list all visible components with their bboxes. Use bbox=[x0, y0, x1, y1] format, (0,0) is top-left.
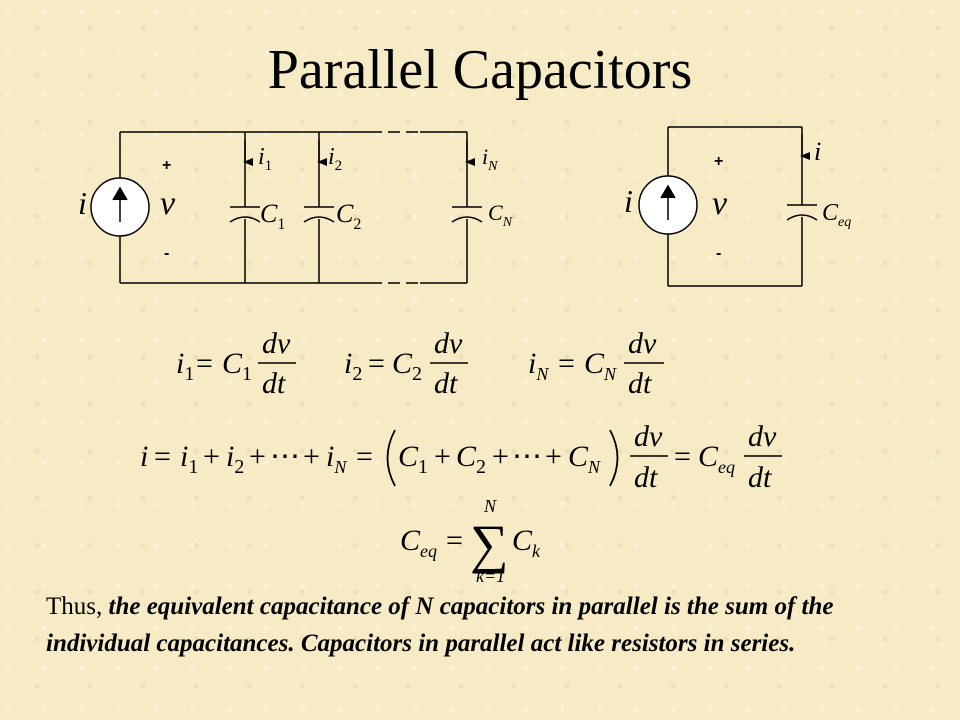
svg-text:i1: i1 bbox=[180, 440, 198, 478]
svg-text:+: + bbox=[545, 440, 562, 473]
svg-text:⋯: ⋯ bbox=[512, 440, 542, 473]
svg-text:i: i bbox=[140, 440, 148, 473]
svg-text:=: = bbox=[356, 440, 373, 473]
left-plus-sign: + bbox=[162, 157, 171, 174]
svg-text:CN: CN bbox=[568, 440, 601, 477]
right-plus-sign: + bbox=[714, 153, 723, 170]
svg-text:Ceq: Ceq bbox=[400, 524, 437, 561]
svg-text:C1: C1 bbox=[222, 347, 252, 385]
slide-title: Parallel Capacitors bbox=[267, 39, 693, 101]
svg-text:C1: C1 bbox=[398, 440, 428, 478]
svg-text:N: N bbox=[483, 496, 497, 516]
svg-text:+: + bbox=[249, 440, 266, 473]
svg-text:dt: dt bbox=[434, 367, 458, 400]
summation-icon: ∑ bbox=[470, 514, 509, 574]
caption-text: Thus, the equivalent capacitance of N ca… bbox=[46, 588, 926, 662]
svg-text:iN: iN bbox=[528, 347, 549, 384]
equation-iN: iN = CN dv dt bbox=[528, 327, 664, 400]
branch2-current-label: i2 bbox=[328, 144, 342, 174]
svg-text:dv: dv bbox=[628, 327, 657, 360]
svg-text:=: = bbox=[368, 347, 385, 380]
right-current-label: i bbox=[814, 137, 821, 166]
capacitor-icon bbox=[786, 204, 818, 221]
equation-sum-currents: i = i1 + i2 + ⋯ + iN = C1 + C2 + ⋯ + CN … bbox=[140, 420, 782, 494]
svg-text:dv: dv bbox=[434, 327, 463, 360]
svg-text:Ceq: Ceq bbox=[698, 440, 735, 477]
svg-text:i2: i2 bbox=[226, 440, 244, 478]
circuit-right bbox=[638, 126, 818, 287]
branch1-cap-label: C1 bbox=[260, 199, 285, 233]
svg-text:+: + bbox=[303, 440, 320, 473]
circuit-right-labels: i + - v i Ceq bbox=[624, 137, 851, 262]
svg-text:C2: C2 bbox=[392, 347, 422, 385]
svg-text:dv: dv bbox=[748, 420, 777, 453]
equation-i2: i2 = C2 dv dt bbox=[344, 327, 468, 400]
svg-text:+: + bbox=[492, 440, 509, 473]
svg-text:dt: dt bbox=[262, 367, 286, 400]
svg-text:=: = bbox=[558, 347, 575, 380]
svg-text:k=1: k=1 bbox=[476, 566, 505, 586]
right-source-label: i bbox=[624, 183, 633, 219]
branchN-current-label: iN bbox=[482, 144, 498, 174]
svg-text:C2: C2 bbox=[456, 440, 486, 478]
capacitor-icon bbox=[303, 206, 335, 223]
circuit-left-labels: i + - v i1 C1 i2 C2 iN CN bbox=[78, 144, 513, 262]
svg-text:+: + bbox=[203, 440, 220, 473]
branch1-current-label: i1 bbox=[258, 144, 272, 174]
left-minus-sign: - bbox=[164, 245, 169, 262]
svg-text:iN: iN bbox=[326, 440, 347, 477]
svg-text:CN: CN bbox=[584, 347, 617, 384]
equation-row-1: i1 = C1 dv dt i2 = C2 dv dt iN = CN dv d… bbox=[176, 327, 664, 400]
svg-text:+: + bbox=[434, 440, 451, 473]
left-source-label: i bbox=[78, 185, 87, 221]
current-source-icon bbox=[638, 175, 698, 235]
svg-text:=: = bbox=[196, 347, 213, 380]
capacitor-icon bbox=[229, 206, 261, 223]
svg-text:=: = bbox=[446, 524, 463, 557]
svg-text:dt: dt bbox=[634, 461, 658, 494]
svg-text:dv: dv bbox=[634, 420, 663, 453]
branch2-cap-label: C2 bbox=[336, 199, 361, 233]
capacitor-icon bbox=[451, 206, 483, 223]
caption-lead: Thus, bbox=[46, 593, 109, 620]
svg-text:i2: i2 bbox=[344, 347, 362, 385]
svg-text:=: = bbox=[674, 440, 691, 473]
left-voltage-label: v bbox=[160, 185, 176, 222]
equation-ceq-sum: Ceq = N ∑ k=1 Ck bbox=[400, 496, 541, 586]
branchN-cap-label: CN bbox=[488, 200, 513, 230]
svg-text:=: = bbox=[154, 440, 171, 473]
current-source-icon bbox=[90, 177, 150, 237]
circuit-left bbox=[90, 131, 483, 284]
svg-text:⋯: ⋯ bbox=[270, 440, 300, 473]
right-voltage-label: v bbox=[712, 185, 728, 222]
svg-text:dt: dt bbox=[748, 461, 772, 494]
equation-i1: i1 = C1 dv dt bbox=[176, 327, 296, 400]
right-minus-sign: - bbox=[716, 245, 721, 262]
svg-text:dv: dv bbox=[262, 327, 291, 360]
svg-text:Ck: Ck bbox=[512, 524, 541, 561]
caption-body: the equivalent capacitance of N capacito… bbox=[46, 593, 834, 657]
right-cap-label: Ceq bbox=[822, 200, 851, 230]
svg-text:dt: dt bbox=[628, 367, 652, 400]
svg-text:i1: i1 bbox=[176, 347, 194, 385]
